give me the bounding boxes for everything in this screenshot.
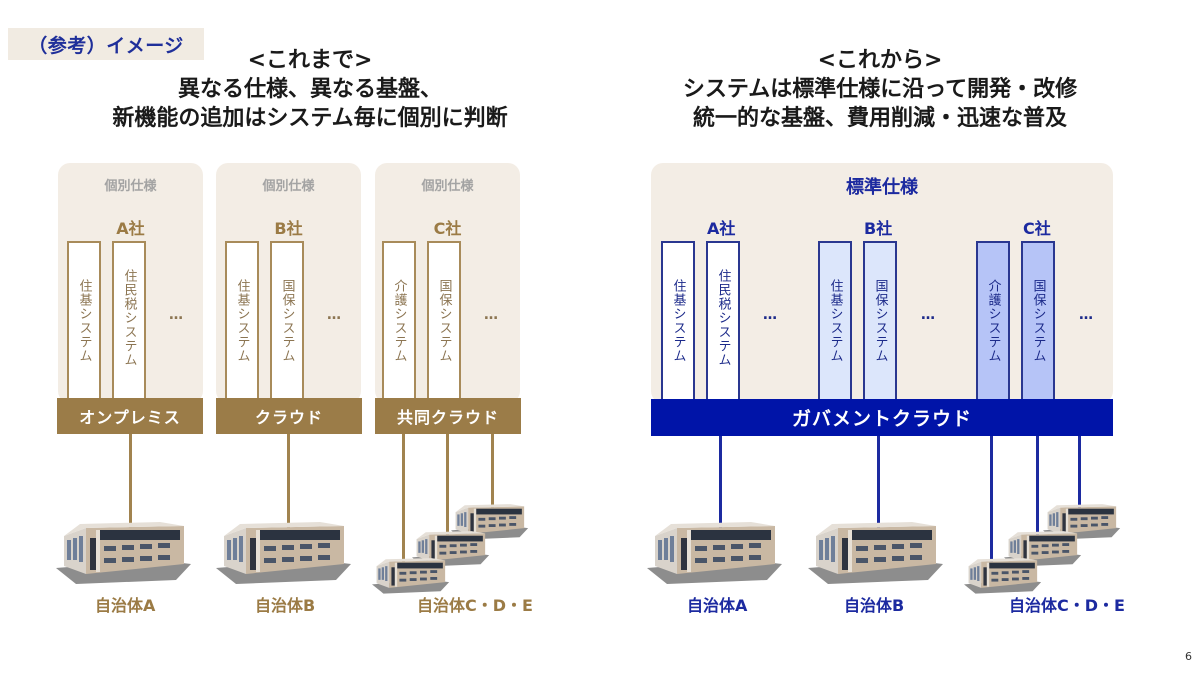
page-number: 6 — [1185, 650, 1192, 663]
system-label: 介護システム — [985, 279, 1001, 363]
system-label: 住民税システム — [715, 269, 731, 367]
municipality-building-icon — [964, 558, 1042, 594]
connection-line — [287, 434, 290, 530]
infrastructure-on-premise: オンプレミス — [57, 398, 203, 434]
more-systems-ellipsis: … — [169, 307, 184, 323]
connection-line — [990, 436, 993, 564]
connection-line — [1078, 436, 1081, 508]
spec-label: 個別仕様 — [262, 179, 315, 194]
before-heading-title: <これまで> — [247, 48, 373, 73]
connection-line — [719, 436, 722, 530]
infrastructure-cloud: クラウド — [216, 398, 362, 434]
after-heading-line-2: 統一的な基盤、費用削減・迅速な普及 — [692, 106, 1067, 131]
spec-label: 個別仕様 — [104, 179, 157, 194]
system-box: 国保システム — [270, 241, 304, 401]
municipality-building-icon — [216, 522, 351, 584]
system-box: 住基システム — [225, 241, 259, 401]
company-label: C社 — [1023, 219, 1051, 238]
standard-spec-label: 標準仕様 — [846, 177, 918, 198]
connection-line — [1036, 436, 1039, 536]
infrastructure-shared-cloud: 共同クラウド — [375, 398, 521, 434]
system-box: 住基システム — [67, 241, 101, 401]
before-panel-b: 個別仕様 B社 住基システム 国保システム … — [216, 163, 361, 403]
system-label: 住基システム — [670, 279, 686, 363]
before-heading-line-2: 新機能の追加はシステム毎に個別に判断 — [112, 106, 508, 131]
system-box: 国保システム — [427, 241, 461, 401]
more-systems-ellipsis: … — [921, 307, 936, 323]
system-box: 住基システム — [661, 241, 695, 401]
municipality-building-icon — [372, 558, 450, 594]
more-systems-ellipsis: … — [327, 307, 342, 323]
system-box: 住基システム — [818, 241, 852, 401]
system-box: 住民税システム — [112, 241, 146, 401]
municipality-label: 自治体B — [255, 596, 316, 615]
system-box: 介護システム — [976, 241, 1010, 401]
standard-spec-panel: 標準仕様 A社 B社 C社 住基システム 住民税システム … 住基システム 国保… — [651, 163, 1113, 403]
system-label: 国保システム — [1030, 279, 1046, 363]
municipality-building-icon — [56, 522, 191, 584]
company-label: B社 — [274, 219, 303, 238]
connection-line — [877, 436, 880, 530]
company-label: A社 — [116, 219, 145, 238]
system-label: 介護システム — [391, 279, 407, 363]
company-label: A社 — [707, 219, 736, 238]
more-systems-ellipsis: … — [1079, 307, 1094, 323]
reference-tag: （参考）イメージ — [8, 28, 204, 60]
company-label: B社 — [864, 219, 893, 238]
municipality-label: 自治体A — [687, 596, 748, 615]
system-label: 国保システム — [279, 279, 295, 363]
connection-line — [129, 434, 132, 530]
municipality-label: 自治体C・D・E — [1009, 596, 1125, 615]
after-heading: <これから> システムは標準仕様に沿って開発・改修 統一的な基盤、費用削減・迅速… — [620, 46, 1140, 133]
connection-line — [402, 434, 405, 564]
municipality-label: 自治体A — [95, 596, 156, 615]
municipality-label: 自治体C・D・E — [417, 596, 533, 615]
more-systems-ellipsis: … — [763, 307, 778, 323]
connection-line — [446, 434, 449, 536]
municipality-building-icon — [808, 522, 943, 584]
system-label: 住基システム — [234, 279, 250, 363]
system-label: 住基システム — [827, 279, 843, 363]
before-heading: <これまで> 異なる仕様、異なる基盤、 新機能の追加はシステム毎に個別に判断 — [40, 46, 580, 133]
system-box: 国保システム — [863, 241, 897, 401]
spec-label: 個別仕様 — [421, 179, 474, 194]
after-heading-line-1: システムは標準仕様に沿って開発・改修 — [682, 77, 1078, 102]
system-label: 国保システム — [436, 279, 452, 363]
municipality-building-icon — [647, 522, 782, 584]
system-box: 介護システム — [382, 241, 416, 401]
system-box: 国保システム — [1021, 241, 1055, 401]
system-label: 住民税システム — [121, 269, 137, 367]
system-label: 国保システム — [872, 279, 888, 363]
system-box: 住民税システム — [706, 241, 740, 401]
municipality-label: 自治体B — [844, 596, 905, 615]
before-panel-a: 個別仕様 A社 住基システム 住民税システム … — [58, 163, 203, 403]
before-panel-c: 個別仕様 C社 介護システム 国保システム … — [375, 163, 520, 403]
government-cloud: ガバメントクラウド — [651, 399, 1113, 436]
after-heading-title: <これから> — [817, 48, 943, 73]
company-label: C社 — [433, 219, 462, 238]
system-label: 住基システム — [76, 279, 92, 363]
connection-line — [491, 434, 494, 508]
more-systems-ellipsis: … — [484, 307, 499, 323]
before-heading-line-1: 異なる仕様、異なる基盤、 — [177, 77, 442, 102]
